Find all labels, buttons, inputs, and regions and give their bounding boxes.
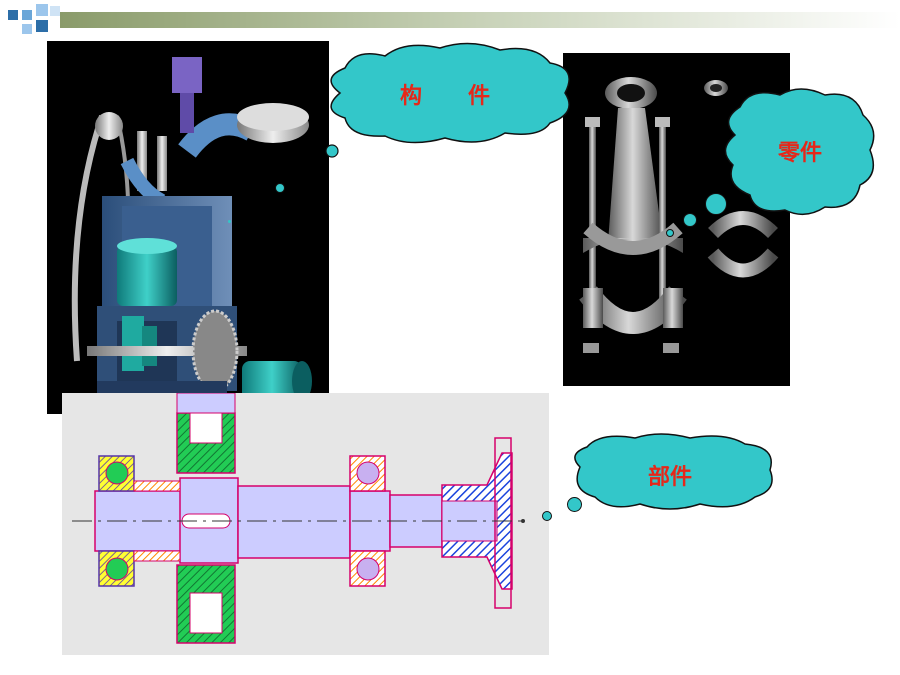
header-bar	[0, 0, 900, 40]
callout-component: 部件	[565, 432, 780, 512]
label-component: 部件	[647, 465, 692, 490]
label-member: 构 件	[400, 84, 490, 109]
cloud-shape-member	[330, 42, 570, 144]
header-squares-icon	[8, 4, 60, 34]
cloud-tail-dot-small	[275, 183, 285, 193]
cloud-tail-dot-medium	[683, 213, 697, 227]
cloud-shape-component	[574, 433, 773, 510]
cloud-tail-dot-tiny	[228, 220, 231, 223]
cloud-tail-dot	[325, 144, 339, 158]
cloud-tail-dot-large	[705, 193, 727, 215]
cloud-tail-dot-small	[542, 511, 552, 521]
callout-member: 构 件	[310, 38, 580, 163]
cloud-tail-dot-medium	[567, 497, 582, 512]
shaft-assembly-drawing	[62, 393, 549, 655]
label-part: 零件	[777, 141, 822, 166]
cloud-tail-dot-small	[666, 229, 674, 237]
engine-illustration	[47, 41, 329, 414]
callout-part: 零件	[715, 85, 880, 220]
cloud-shape-part	[724, 88, 875, 216]
